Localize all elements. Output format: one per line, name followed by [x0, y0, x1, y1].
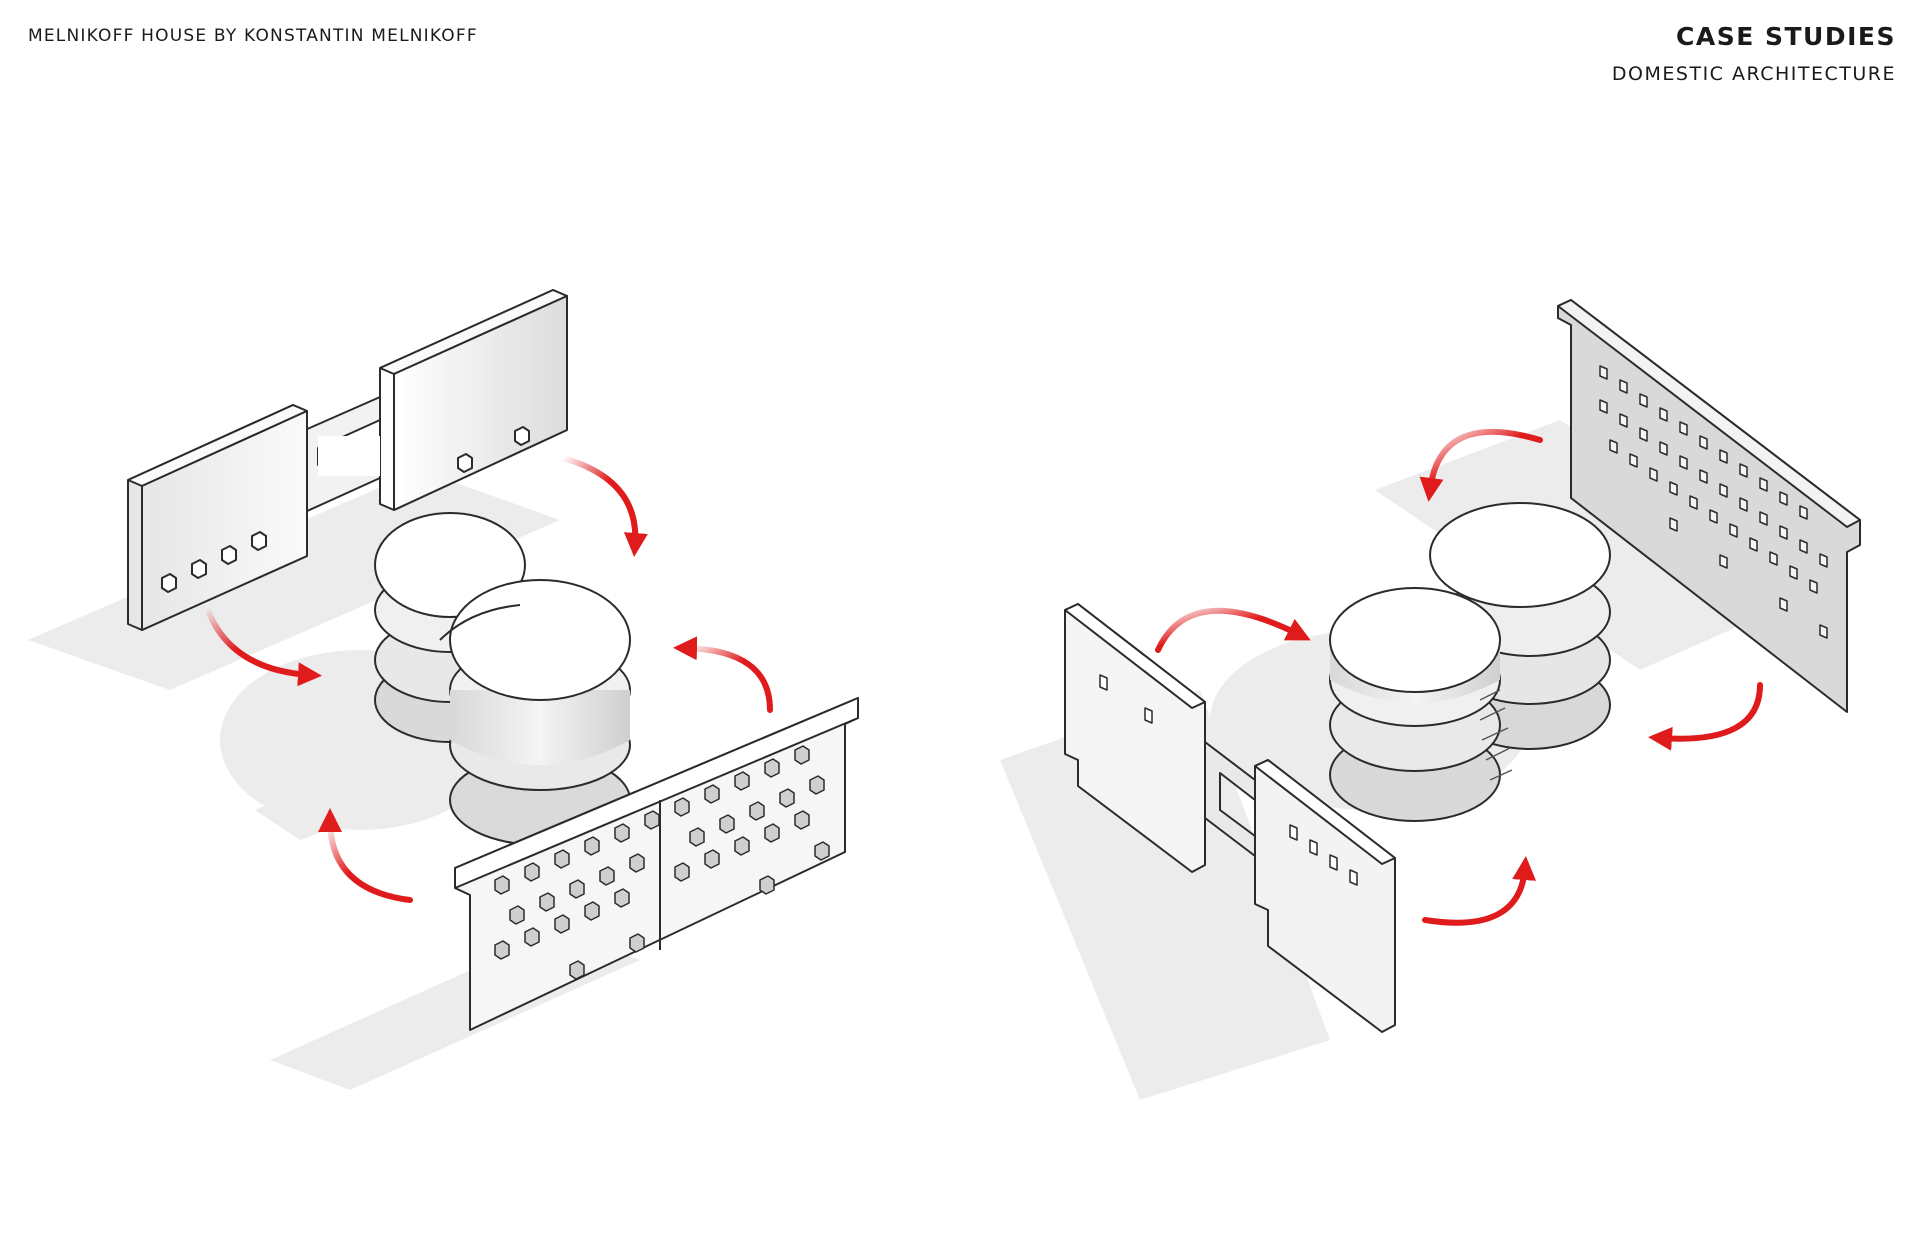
left-back-wall — [127, 289, 568, 631]
left-rotation-arrows — [204, 455, 773, 903]
arrow-icon — [318, 808, 413, 903]
right-cylinders — [1329, 502, 1611, 822]
drawing-title: MELNIKOFF HOUSE BY KONSTANTIN MELNIKOFF — [28, 26, 478, 46]
arrow-icon — [1648, 682, 1763, 751]
right-back-wall-openings — [1599, 365, 1828, 639]
right-front-wall-openings — [1099, 674, 1358, 886]
series-title: CASE STUDIES — [1676, 22, 1896, 51]
arrow-icon — [204, 605, 322, 687]
arrow-icon — [673, 636, 773, 713]
left-front-wall — [454, 697, 859, 1031]
series-heading: CASE STUDIES DOMESTIC ARCHITECTURE — [1612, 22, 1896, 85]
arrow-icon — [560, 455, 648, 557]
series-subtitle: DOMESTIC ARCHITECTURE — [1611, 63, 1896, 85]
right-diagram — [1000, 299, 1861, 1100]
left-front-wall-openings — [494, 745, 830, 980]
right-rotation-arrows — [1155, 428, 1763, 926]
right-back-wall — [1557, 299, 1861, 713]
arrow-icon — [1155, 607, 1311, 653]
right-front-wall — [1064, 603, 1396, 1033]
arrow-icon — [1422, 856, 1537, 926]
left-cylinders — [374, 512, 631, 846]
left-diagram — [28, 289, 859, 1090]
arrow-icon — [1419, 428, 1543, 502]
